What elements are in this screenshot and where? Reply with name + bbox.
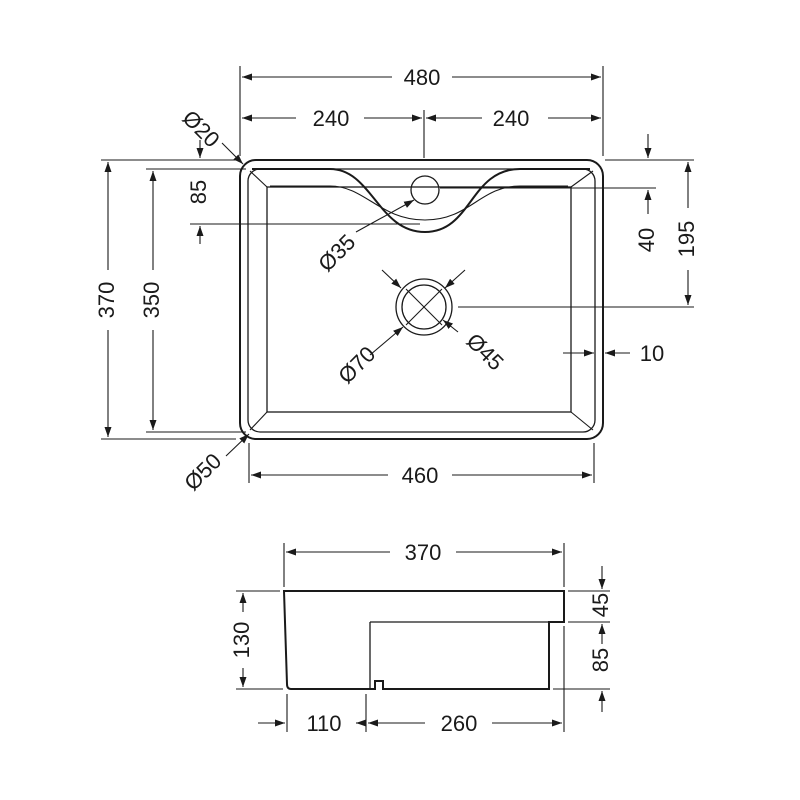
dim-side-height: 130 (229, 590, 283, 690)
dim-inner-depth-label: 350 (139, 282, 164, 319)
tap-hole (410, 175, 440, 205)
waste-outer-ring (395, 278, 453, 336)
waste-inner-ring (401, 284, 447, 330)
dim-side-bowl-depth-label: 260 (441, 711, 478, 736)
top-view-basin (239, 159, 604, 440)
dim-waste-outer-label: Ø70 (333, 341, 380, 388)
dim-side-front-label: 110 (306, 711, 341, 736)
dim-overflow-depth: 85 (146, 140, 420, 244)
dim-side-overall-depth: 370 (283, 540, 565, 587)
dim-side-rim-label: 45 (588, 593, 613, 617)
basin-outer-outline (239, 159, 604, 440)
dim-side-right: 45 85 (553, 566, 613, 712)
dim-depths: 370 350 (94, 159, 246, 440)
dim-half-width-right-label: 240 (493, 106, 530, 131)
dim-side-overall-depth-label: 370 (405, 540, 442, 565)
dim-side-height-label: 130 (229, 622, 254, 659)
dim-waste-inner-label: Ø45 (462, 328, 509, 375)
dim-corner-radius: Ø20 (178, 105, 244, 165)
dim-outer-depth-label: 370 (94, 282, 119, 319)
dim-inner-width: 460 (248, 443, 595, 488)
side-view-basin (282, 590, 565, 690)
dim-side-bowl-label: 85 (588, 648, 613, 672)
dim-overall-width: 480 (239, 65, 604, 156)
tap-ledge-curve (252, 168, 590, 234)
side-profile-outline (282, 590, 565, 690)
dim-right-offsets: 40 195 (440, 134, 699, 308)
basin-bowl-outline (247, 168, 596, 433)
dim-waste-offset-label: 195 (674, 221, 699, 258)
dim-tap-offset-label: 40 (634, 228, 659, 252)
dim-half-width-left-label: 240 (313, 106, 350, 131)
dim-bowl-corner-label: Ø50 (179, 448, 226, 495)
dim-overall-width-label: 480 (404, 65, 441, 90)
dim-inner-width-label: 460 (402, 463, 439, 488)
dim-tap-hole-label: Ø35 (313, 229, 360, 276)
dim-overflow-depth-label: 85 (186, 180, 211, 204)
dim-rim-width: 10 (563, 341, 664, 366)
dim-tap-hole: Ø35 (313, 199, 415, 276)
dim-bowl-corner: Ø50 (179, 433, 250, 495)
basin-bowl-floor (266, 186, 572, 413)
dim-rim-width-label: 10 (640, 341, 664, 366)
dim-half-widths: 240 240 (242, 106, 601, 158)
dim-corner-radius-label: Ø20 (178, 105, 225, 152)
dim-side-bottom: 110 260 (258, 626, 565, 736)
